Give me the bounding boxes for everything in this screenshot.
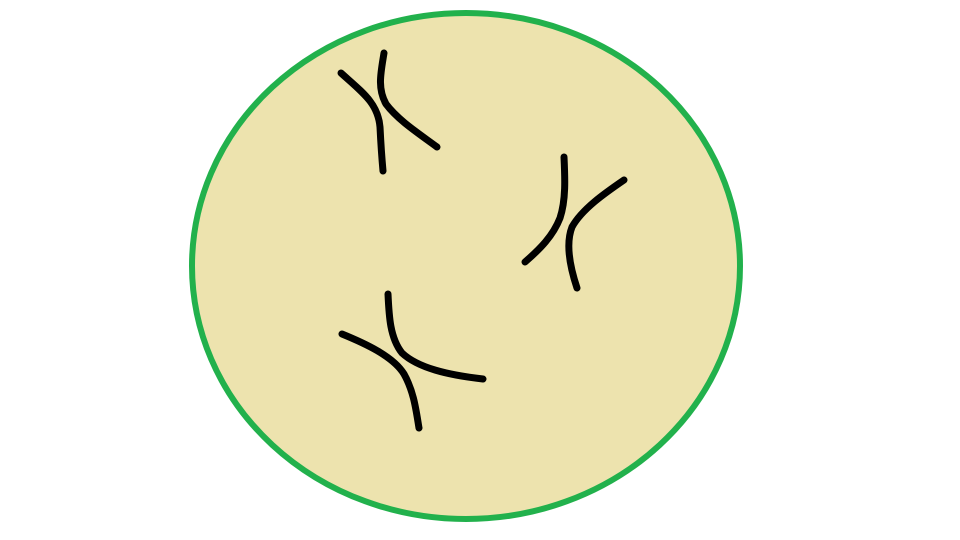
chromosome-pair-bottom xyxy=(338,290,487,432)
chromosome-chromatid xyxy=(338,330,423,432)
chromosome-chromatid xyxy=(565,176,628,292)
chromosome-chromatid xyxy=(521,153,569,266)
chromosome-chromatid xyxy=(377,49,441,151)
chromosome-pair-top xyxy=(337,49,441,175)
cell-membrane xyxy=(189,10,743,522)
chromosome-chromatid xyxy=(337,69,387,175)
chromosome-pair-right xyxy=(521,153,628,292)
chromosome-chromatid xyxy=(384,290,487,383)
